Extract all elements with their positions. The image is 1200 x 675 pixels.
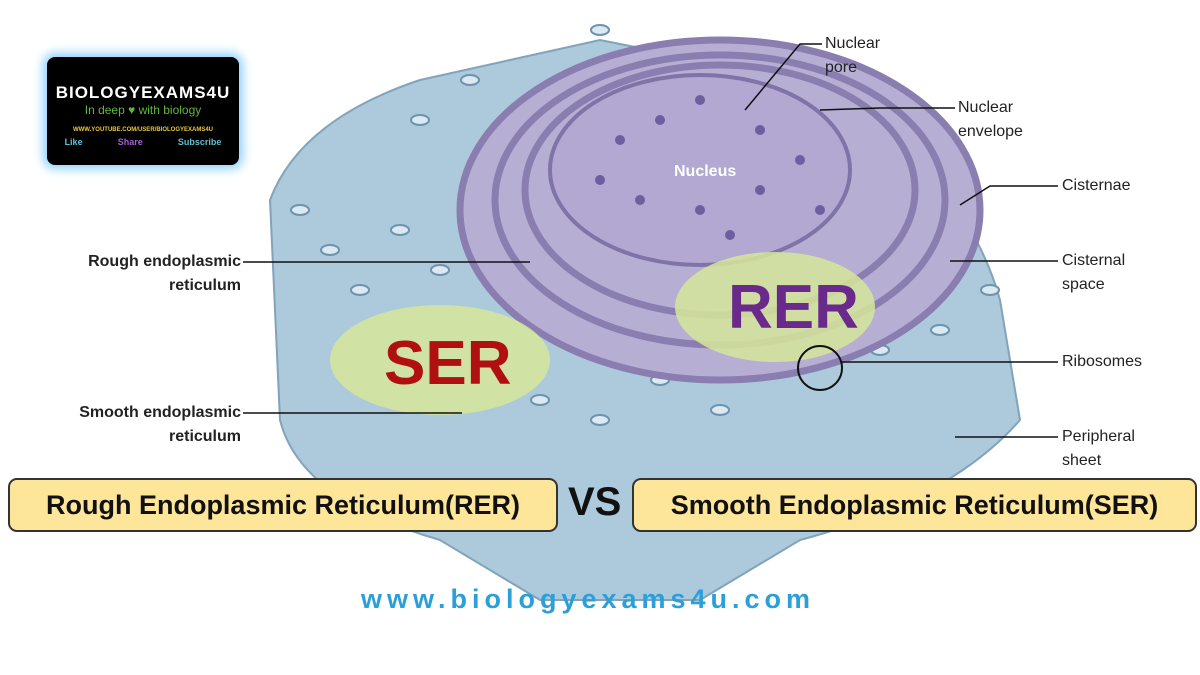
logo-url: WWW.YOUTUBE.COM/USER/BIOLOGYEXAMS4U: [72, 127, 213, 133]
logo-share: Share: [117, 137, 143, 147]
tubule-openings: [290, 24, 1000, 426]
leader-lines: [243, 43, 1058, 438]
rer-highlight: [675, 252, 875, 362]
logo-title: BIOLOGYEXAMS4U: [55, 83, 231, 102]
label-cisternae: Cisternae: [1062, 177, 1131, 194]
nuclear-pores: [595, 95, 825, 240]
logo-tagline: In deep ♥ with biology: [84, 103, 202, 117]
logo-like: Like: [64, 137, 83, 147]
vs-text: VS: [568, 480, 622, 524]
biologyexams4u-logo[interactable]: BIOLOGYEXAMS4U In deep ♥ with biology WW…: [47, 57, 239, 165]
label-ribosomes: Ribosomes: [1062, 353, 1143, 370]
website-url[interactable]: www.biologyexams4u.com: [360, 584, 816, 614]
nucleus: [548, 73, 852, 267]
rer-title-box: Rough Endoplasmic Reticulum(RER): [8, 478, 558, 532]
ser-title-box: Smooth Endoplasmic Reticulum(SER): [632, 478, 1197, 532]
logo-subscribe: Subscribe: [177, 137, 222, 147]
ribosome-callout-circle: [797, 345, 843, 391]
rer-highlight-text: RER: [728, 273, 859, 342]
ser-highlight: [330, 305, 550, 415]
label-nucleus: Nucleus: [674, 163, 737, 180]
ser-highlight-text: SER: [384, 329, 512, 398]
